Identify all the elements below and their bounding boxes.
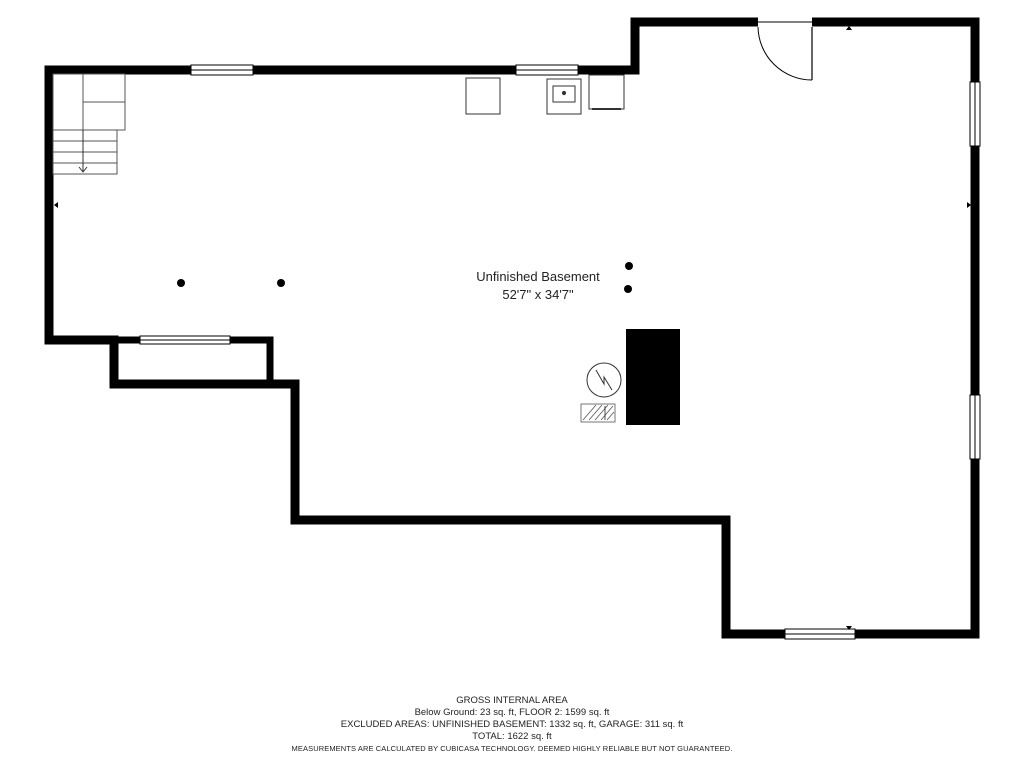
washer — [465, 77, 501, 115]
area-line-1: Below Ground: 23 sq. ft, FLOOR 2: 1599 s… — [414, 707, 610, 718]
exterior-walls — [44, 17, 980, 639]
disclaimer: MEASUREMENTS ARE CALCULATED BY CUBICASA … — [291, 744, 733, 753]
electrical-panel-icon — [580, 403, 616, 423]
dryer — [588, 74, 625, 110]
area-total: TOTAL: 1622 sq. ft — [472, 731, 552, 742]
door-top-right — [757, 17, 813, 81]
windows — [139, 64, 981, 640]
area-line-2: EXCLUDED AREAS: UNFINISHED BASEMENT: 133… — [340, 719, 684, 730]
wall-markers — [54, 26, 971, 630]
alcove-wall — [230, 336, 274, 384]
furnace-block — [626, 329, 680, 425]
room-dimensions: 52'7" x 34'7" — [502, 287, 574, 302]
area-title: GROSS INTERNAL AREA — [456, 695, 568, 706]
post-3 — [625, 262, 633, 270]
post-2 — [277, 279, 285, 287]
sink — [546, 78, 582, 115]
support-posts — [177, 262, 633, 293]
water-heater-icon — [586, 362, 622, 398]
room-name: Unfinished Basement — [476, 269, 600, 284]
fixtures-top — [465, 74, 625, 115]
area-summary: GROSS INTERNAL AREA Below Ground: 23 sq.… — [0, 695, 1024, 754]
stairs — [52, 73, 126, 175]
post-4 — [624, 285, 632, 293]
post-1 — [177, 279, 185, 287]
